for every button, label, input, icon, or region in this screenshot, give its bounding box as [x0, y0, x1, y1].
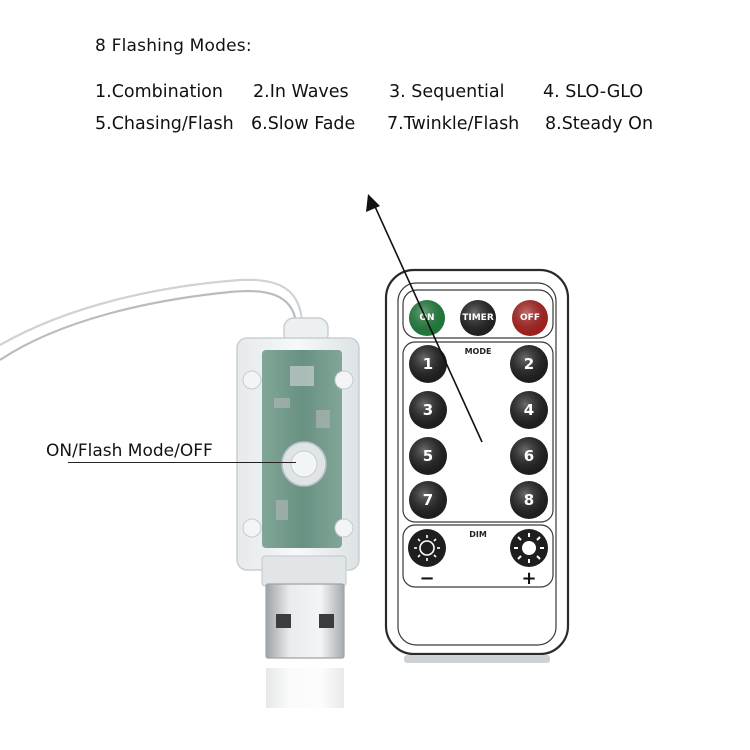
mode-item-5: 5.Chasing/Flash: [95, 114, 234, 134]
number-button-4: 4: [510, 391, 548, 429]
number-button-7: 7: [409, 481, 447, 519]
number-button-label: 1: [423, 355, 433, 373]
timer-button: TIMER: [460, 300, 496, 336]
mode-item-7: 7.Twinkle/Flash: [387, 114, 520, 134]
callout-leader-line: [68, 462, 296, 463]
on-button-label: ON: [419, 313, 434, 323]
sun-bright-icon: [514, 533, 544, 563]
mode-item-6: 6.Slow Fade: [251, 114, 356, 134]
dim-up-button: [510, 529, 548, 567]
mode-item-2: 2.In Waves: [253, 82, 349, 102]
number-button-label: 7: [423, 491, 433, 509]
number-button-label: 4: [524, 401, 534, 419]
number-button-1: 1: [409, 345, 447, 383]
plus-label: +: [521, 568, 536, 589]
mode-item-4: 4. SLO-GLO: [543, 82, 644, 102]
remote-control: ON TIMER OFF MODE 1 2 3 4 5 6 7 8 DIM: [384, 268, 570, 663]
usb-dongle: [236, 317, 360, 587]
mode-item-1: 1.Combination: [95, 82, 223, 102]
number-button-label: 3: [423, 401, 433, 419]
sun-dim-icon: [414, 535, 440, 561]
dim-label: DIM: [469, 530, 487, 539]
mode-item-8: 8.Steady On: [545, 114, 654, 134]
signal-arrow: [366, 194, 483, 443]
number-button-2: 2: [510, 345, 548, 383]
minus-label: −: [419, 568, 434, 589]
off-button-label: OFF: [520, 313, 540, 323]
mode-label: MODE: [465, 347, 492, 356]
number-button-3: 3: [409, 391, 447, 429]
wire: [0, 278, 304, 361]
number-button-6: 6: [510, 437, 548, 475]
dim-down-button: [408, 529, 446, 567]
mode-button: [281, 441, 327, 487]
mode-item-3: 3. Sequential: [389, 82, 505, 102]
number-button-label: 2: [524, 355, 534, 373]
number-button-8: 8: [510, 481, 548, 519]
number-button-label: 6: [524, 447, 534, 465]
number-button-label: 8: [524, 491, 534, 509]
usb-connector: [265, 583, 345, 708]
modes-heading: 8 Flashing Modes:: [95, 36, 252, 56]
on-button: ON: [409, 300, 445, 336]
number-button-5: 5: [409, 437, 447, 475]
number-button-label: 5: [423, 447, 433, 465]
timer-button-label: TIMER: [462, 313, 494, 323]
off-button: OFF: [512, 300, 548, 336]
callout-label: ON/Flash Mode/OFF: [46, 441, 213, 461]
